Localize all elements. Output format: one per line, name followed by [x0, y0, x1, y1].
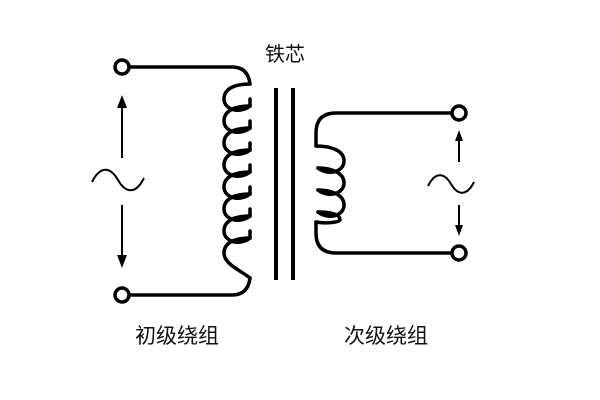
- secondary-winding-label: 次级绕组: [344, 324, 428, 348]
- primary-bottom-wire: [126, 276, 252, 297]
- secondary-bottom-terminal: [450, 244, 468, 262]
- primary-top-terminal: [113, 58, 131, 76]
- secondary-bottom-wire: [314, 220, 457, 255]
- iron-core-label: 铁芯: [265, 42, 305, 66]
- ac-sine-icon: [427, 174, 475, 194]
- primary-up-arrow: [117, 95, 127, 158]
- primary-top-wire: [126, 65, 252, 86]
- primary-down-arrow: [117, 205, 127, 268]
- secondary-down-arrow: [455, 205, 463, 236]
- secondary-up-arrow: [455, 130, 463, 162]
- secondary-top-wire: [314, 111, 457, 148]
- primary-coil: [222, 82, 252, 280]
- ac-sine-icon: [91, 168, 145, 192]
- primary-bottom-terminal: [113, 286, 131, 304]
- secondary-coil: [314, 144, 346, 225]
- primary-winding-label: 初级绕组: [135, 324, 219, 348]
- secondary-top-terminal: [450, 104, 468, 122]
